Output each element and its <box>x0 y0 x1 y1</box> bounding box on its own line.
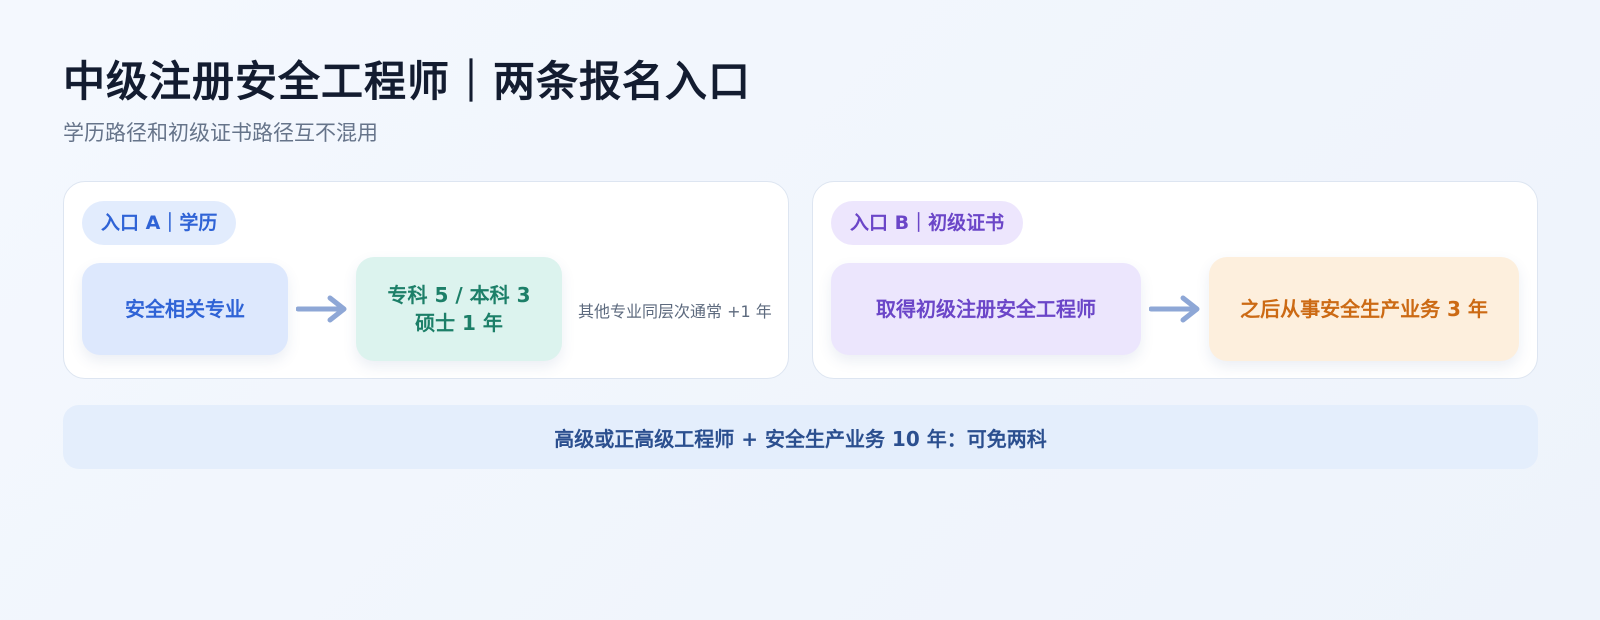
entry-b-card: 入口 B｜初级证书 取得初级注册安全工程师 之后从事安全生产业务 3 年 <box>812 181 1538 379</box>
entry-b-tag: 入口 B｜初级证书 <box>831 201 1024 245</box>
exemption-banner: 高级或正高级工程师 + 安全生产业务 10 年：可免两科 <box>63 405 1538 469</box>
entry-a-card: 入口 A｜学历 安全相关专业 专科 5 / 本科 3 硕士 1 年 其他专业同层… <box>63 181 789 379</box>
entry-b-result-label: 之后从事安全生产业务 3 年 <box>1240 297 1488 321</box>
entry-a-result-node: 专科 5 / 本科 3 硕士 1 年 <box>356 257 562 361</box>
entry-b-start-label: 取得初级注册安全工程师 <box>876 297 1096 321</box>
page-title: 中级注册安全工程师｜两条报名入口 <box>63 57 752 106</box>
entry-a-start-node: 安全相关专业 <box>82 263 288 355</box>
exemption-text: 高级或正高级工程师 + 安全生产业务 10 年：可免两科 <box>554 426 1047 451</box>
entry-b-result-node: 之后从事安全生产业务 3 年 <box>1209 257 1519 361</box>
arrow-right-icon <box>1149 295 1200 323</box>
entry-a-tag: 入口 A｜学历 <box>82 201 237 245</box>
entry-b-start-node: 取得初级注册安全工程师 <box>831 263 1141 355</box>
entry-a-note: 其他专业同层次通常 +1 年 <box>578 302 772 321</box>
entry-a-start-label: 安全相关专业 <box>125 297 245 321</box>
arrow-right-icon <box>296 295 347 323</box>
entry-a-result-line1: 专科 5 / 本科 3 <box>387 283 531 307</box>
entry-a-result-line2: 硕士 1 年 <box>415 311 503 335</box>
page-subtitle: 学历路径和初级证书路径互不混用 <box>63 121 378 145</box>
